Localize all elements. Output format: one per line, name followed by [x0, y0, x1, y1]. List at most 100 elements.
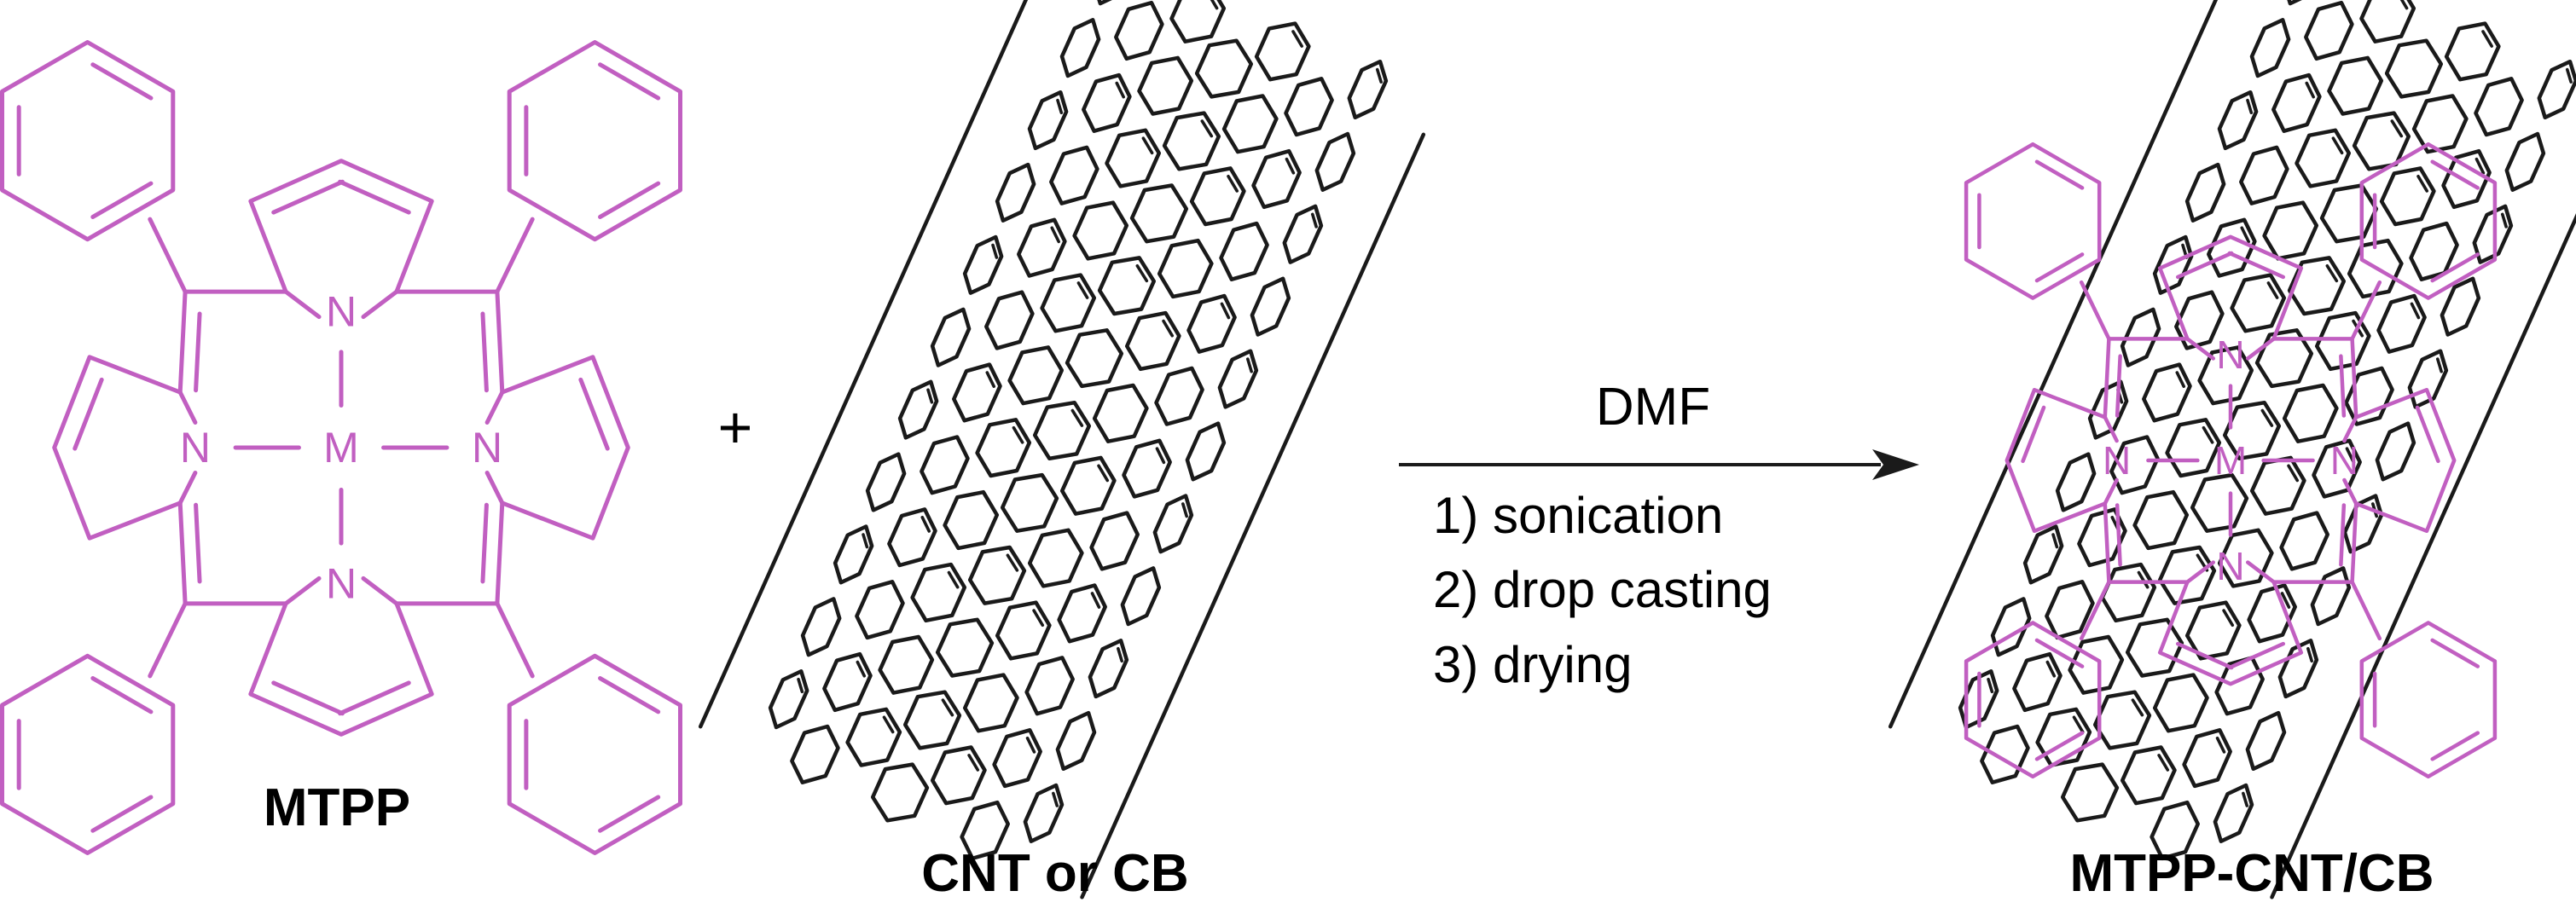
phenyl-ring — [1966, 144, 2099, 298]
tube-hexagon — [1116, 3, 1162, 59]
phenyl-link — [497, 604, 532, 676]
tube-hexagon — [1092, 513, 1138, 570]
tube-hexagon — [1197, 41, 1251, 97]
aromatic-bond — [2433, 733, 2478, 760]
aromatic-bond — [2433, 640, 2478, 667]
tube-hexagon — [1187, 424, 1224, 480]
tube-hexagon — [2444, 151, 2490, 207]
nitrogen-label: N — [180, 424, 211, 471]
tube-hexagon — [2297, 130, 2349, 187]
tube-hexagon — [1132, 186, 1186, 242]
aromatic-bond — [93, 65, 151, 98]
tube-hexagon — [1285, 206, 1321, 263]
tube-hexagon — [1157, 368, 1203, 425]
tube-hexagon — [937, 620, 992, 676]
tube-hexagon — [2377, 424, 2414, 480]
tube-hexagon — [965, 237, 1001, 293]
tube-hexagon — [1254, 151, 1300, 207]
tube-double-bond — [1313, 214, 1316, 227]
meso-double-bond — [196, 505, 200, 581]
tube-hexagon — [803, 599, 839, 655]
aromatic-bond — [2037, 162, 2082, 188]
aromatic-bond — [2037, 733, 2082, 760]
tube-hexagon — [2155, 675, 2207, 732]
tube-hexagon — [770, 671, 807, 727]
phenyl-link — [497, 219, 532, 292]
tube-hexagon — [1018, 220, 1065, 276]
aromatic-bond — [2433, 254, 2478, 281]
tube-hexagon — [2474, 206, 2511, 263]
tube-double-bond — [993, 245, 996, 257]
tube-hexagon — [2249, 586, 2295, 642]
ring-bond — [180, 473, 195, 503]
tube-edge — [1082, 135, 1424, 898]
tube-double-bond — [1988, 680, 1992, 692]
tube-hexagon — [2063, 765, 2117, 821]
tube-hexagon — [2135, 492, 2187, 548]
tube-hexagon — [1062, 20, 1099, 76]
tube-hexagon — [2167, 419, 2219, 476]
tube-hexagon — [932, 748, 984, 804]
tube-hexagon — [905, 692, 960, 749]
ring-bond — [180, 392, 195, 422]
tube-hexagon — [2322, 186, 2376, 242]
solvent-label: DMF — [1596, 378, 1710, 437]
tube-hexagon — [1220, 351, 1256, 408]
tube-hexagon — [2273, 75, 2319, 131]
tube-double-bond — [1208, 0, 1216, 9]
tube-double-bond — [863, 535, 867, 547]
nitrogen-label: N — [2216, 544, 2244, 588]
tube-hexagon — [2095, 692, 2150, 749]
tube-hexagon — [1059, 586, 1105, 642]
aromatic-bond — [600, 65, 659, 98]
aromatic-bond — [93, 183, 151, 217]
tube-hexagon — [867, 454, 904, 511]
tube-hexagon — [824, 654, 870, 710]
cnt-label: CNT or CB — [921, 844, 1188, 903]
phenyl-ring — [2362, 622, 2495, 776]
tube-double-bond — [2567, 70, 2571, 83]
tube-hexagon — [2232, 275, 2284, 332]
phenyl-ring — [3, 43, 173, 240]
ring-bond — [286, 578, 319, 604]
phenyl-ring — [509, 656, 680, 853]
tube-hexagon — [2192, 475, 2247, 531]
tube-double-bond — [928, 390, 931, 402]
tube-hexagon — [1256, 24, 1308, 80]
tube-hexagon — [2241, 148, 2287, 204]
phenyl-ring — [3, 656, 173, 853]
meso-double-bond — [483, 314, 486, 390]
aromatic-bond — [2037, 254, 2082, 281]
ring-bond — [363, 292, 397, 317]
tube-hexagon — [997, 603, 1049, 659]
tube-hexagon — [1159, 240, 1211, 297]
tube-hexagon — [2284, 385, 2336, 442]
tube-hexagon — [1155, 496, 1192, 552]
tube-hexagon — [1192, 168, 1244, 224]
tube-hexagon — [900, 382, 937, 438]
meso-double-bond — [483, 505, 486, 581]
tube-hexagon — [1317, 134, 1354, 190]
aromatic-bond — [93, 679, 151, 712]
tube-hexagon — [2252, 458, 2304, 514]
aromatic-bond — [2433, 162, 2478, 188]
tube-hexagon — [1002, 475, 1057, 531]
tube-hexagon — [2382, 168, 2434, 224]
tube-hexagon — [970, 547, 1024, 604]
product-label: MTPP-CNT/CB — [2069, 844, 2434, 903]
aromatic-bond — [600, 183, 659, 217]
tube-hexagon — [2215, 785, 2252, 842]
tube-hexagon — [2014, 654, 2060, 710]
tube-hexagon — [2127, 620, 2182, 676]
tube-hexagon — [2184, 730, 2231, 786]
tube-hexagon — [1349, 61, 1386, 118]
tube-hexagon — [2219, 92, 2256, 148]
meso-double-bond — [2117, 356, 2120, 416]
tube-hexagon — [1030, 92, 1066, 148]
aromatic-bond — [600, 797, 659, 830]
tube-hexagon — [2507, 134, 2544, 190]
tube-double-bond — [2243, 793, 2247, 806]
tube-hexagon — [1094, 0, 1131, 3]
tube-hexagon — [1042, 275, 1094, 332]
